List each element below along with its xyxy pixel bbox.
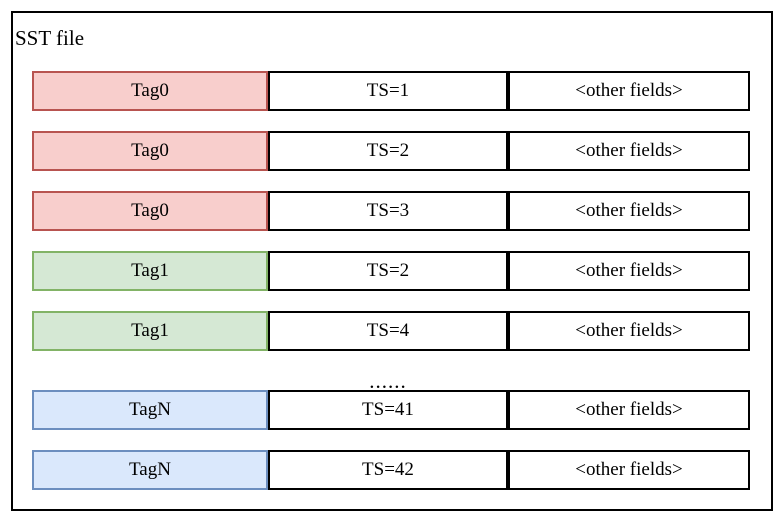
record-row: Tag0 TS=2 <other fields> [32,131,750,171]
sst-file-box: SST file Tag0 TS=1 <other fields> Tag0 T… [11,11,773,511]
ts-cell: TS=4 [268,311,508,351]
ellipsis-label: ...... [369,368,407,393]
ts-cell: TS=2 [268,131,508,171]
ts-cell: TS=1 [268,71,508,111]
ellipsis-spacer [32,371,268,390]
other-fields-cell: <other fields> [508,390,750,430]
record-row: Tag0 TS=3 <other fields> [32,191,750,231]
record-row: TagN TS=42 <other fields> [32,450,750,490]
tag-cell: Tag0 [32,191,268,231]
record-row: Tag1 TS=4 <other fields> [32,311,750,351]
record-row: TagN TS=41 <other fields> [32,390,750,430]
ellipsis-row: ...... [32,368,750,393]
ts-cell: TS=2 [268,251,508,291]
tag-cell: Tag1 [32,311,268,351]
tag-cell: Tag0 [32,71,268,111]
tag-cell: TagN [32,390,268,430]
rows: Tag0 TS=1 <other fields> Tag0 TS=2 <othe… [32,71,750,510]
other-fields-cell: <other fields> [508,450,750,490]
other-fields-cell: <other fields> [508,71,750,111]
tag-cell: Tag1 [32,251,268,291]
tag-cell: TagN [32,450,268,490]
tag-cell: Tag0 [32,131,268,171]
other-fields-cell: <other fields> [508,131,750,171]
record-row: Tag1 TS=2 <other fields> [32,251,750,291]
other-fields-cell: <other fields> [508,251,750,291]
other-fields-cell: <other fields> [508,191,750,231]
ts-cell: TS=3 [268,191,508,231]
record-row: Tag0 TS=1 <other fields> [32,71,750,111]
other-fields-cell: <other fields> [508,311,750,351]
ts-cell: TS=42 [268,450,508,490]
ts-cell: TS=41 [268,390,508,430]
sst-file-label: SST file [15,26,85,50]
